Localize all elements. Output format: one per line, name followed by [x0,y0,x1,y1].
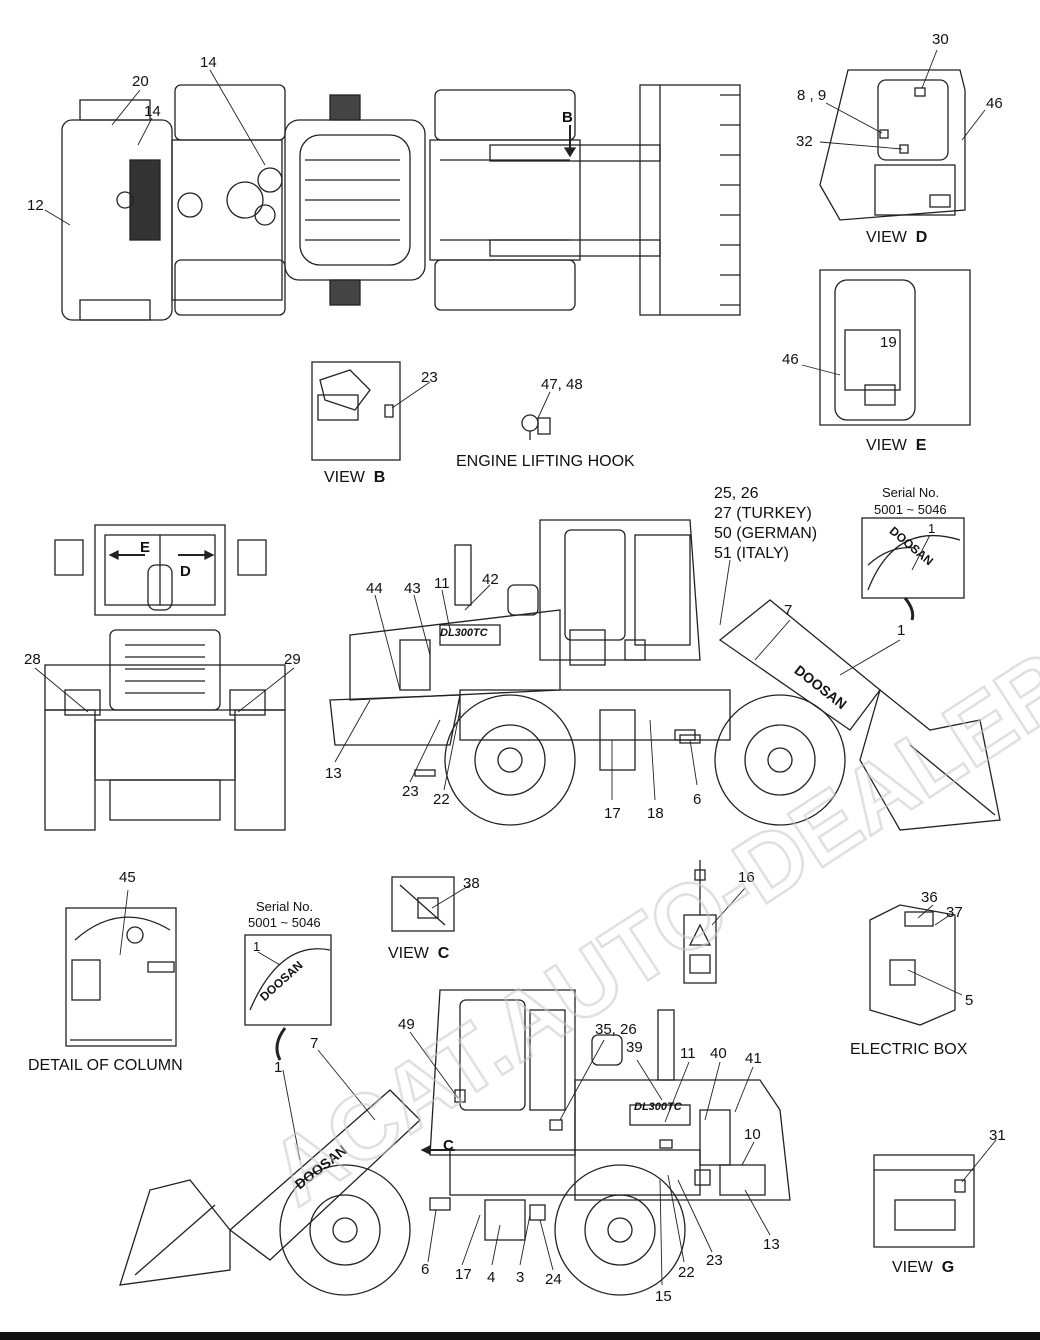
callout-number: 8 , 9 [797,87,827,104]
serial-bottom-line2: 5001 ~ 5046 [248,915,321,930]
callout-number: 35, 26 [595,1021,637,1038]
callout-number: 32 [796,133,813,150]
arrow-e-letter: E [140,539,151,556]
callout-number: 37 [946,904,963,921]
callout-number: 23 [706,1252,723,1269]
view-b-caption: VIEW B [324,469,386,486]
callout-number: 39 [626,1039,643,1056]
arrow-b-letter: B [562,109,573,126]
right-side-view-loader [329,519,1001,831]
detail-of-column-caption: DETAIL OF COLUMN [28,1057,183,1074]
callout-number: 3 [516,1269,525,1286]
arrow-d-letter: D [180,563,191,580]
serial-top-line1: Serial No. [882,485,940,500]
callout-number: 23 [421,369,438,386]
serial-bottom-callout: 1 [253,939,261,954]
serial-top-callout: 1 [928,521,936,536]
callout-number: 29 [284,651,301,668]
detail-of-column-drawing [65,907,177,1047]
callout-number: 46 [986,95,1003,112]
view-c-drawing [391,876,455,932]
callout-number: 28 [24,651,41,668]
callout-number: 24 [545,1271,562,1288]
bottom-rule [0,1332,1040,1340]
callout-number: 7 [310,1035,319,1052]
view-d-drawing [819,69,966,221]
callout-number: 6 [421,1261,430,1278]
callout-number: 46 [782,351,799,368]
callout-number: 40 [710,1045,727,1062]
serial-bottom-line1: Serial No. [256,899,314,914]
language-note-line-2: 27 (TURKEY) [714,505,812,522]
callout-number: 38 [463,875,480,892]
callout-number: 45 [119,869,136,886]
callout-number: 11 [434,575,450,592]
callout-number: 10 [744,1126,761,1143]
top-view-loader [61,84,741,321]
callout-number: 23 [402,783,419,800]
electric-box-caption: ELECTRIC BOX [850,1041,968,1058]
leader-lines [34,49,997,1286]
serial-box-top-drawing [861,517,965,621]
callout-number: 6 [693,791,702,808]
callout-number: 43 [404,580,421,597]
callout-number: 13 [763,1236,780,1253]
callout-number: 22 [678,1264,695,1281]
model-badge-left: DL300TC [634,1101,682,1113]
callout-number: 13 [325,765,342,782]
view-b-drawing [311,361,401,461]
callout-number: 42 [482,571,499,588]
language-note-line-1: 25, 26 [714,485,759,502]
view-c-caption: VIEW C [388,945,450,962]
serial-top-line2: 5001 ~ 5046 [874,502,947,517]
item-16-tag-drawing [683,860,717,984]
callout-number: 31 [989,1127,1006,1144]
callout-number: 16 [738,869,755,886]
callout-number: 4 [487,1269,496,1286]
serial-box-bottom-drawing [244,934,332,1061]
front-view-loader [44,524,286,831]
left-side-view-loader [119,989,791,1296]
callout-number: 49 [398,1016,415,1033]
callout-number: 41 [745,1050,762,1067]
view-e-drawing [819,269,971,426]
callout-number: 30 [932,31,949,48]
callout-number: 1 [897,622,906,639]
language-note-line-3: 50 (GERMAN) [714,525,818,542]
callout-number: 11 [680,1045,696,1062]
view-e-caption: VIEW E [866,437,927,454]
callout-number: 14 [200,54,217,71]
callout-number: 22 [433,791,450,808]
view-d-caption: VIEW D [866,229,928,246]
callout-number: 19 [880,334,897,351]
model-badge-right: DL300TC [440,627,488,639]
callout-number: 1 [274,1059,283,1076]
view-g-drawing [873,1154,975,1248]
callout-number: 18 [647,805,664,822]
language-note-line-4: 51 (ITALY) [714,545,789,562]
engine-lifting-hook-caption: ENGINE LIFTING HOOK [456,453,635,470]
callout-number: 20 [132,73,149,90]
callout-number: 12 [27,197,44,214]
arrow-c-letter: C [443,1137,454,1154]
engine-lifting-hook-drawing [521,414,551,440]
callout-number: 14 [144,103,161,120]
view-g-caption: VIEW G [892,1259,955,1276]
electric-box-drawing [869,904,956,1026]
callout-number: 15 [655,1288,672,1305]
callout-number: 44 [366,580,383,597]
callout-number: 36 [921,889,938,906]
callout-number: 7 [784,602,793,619]
callout-number: 17 [455,1266,472,1283]
callout-number: 17 [604,805,621,822]
callout-number: 47, 48 [541,376,583,393]
callout-number: 5 [965,992,974,1009]
